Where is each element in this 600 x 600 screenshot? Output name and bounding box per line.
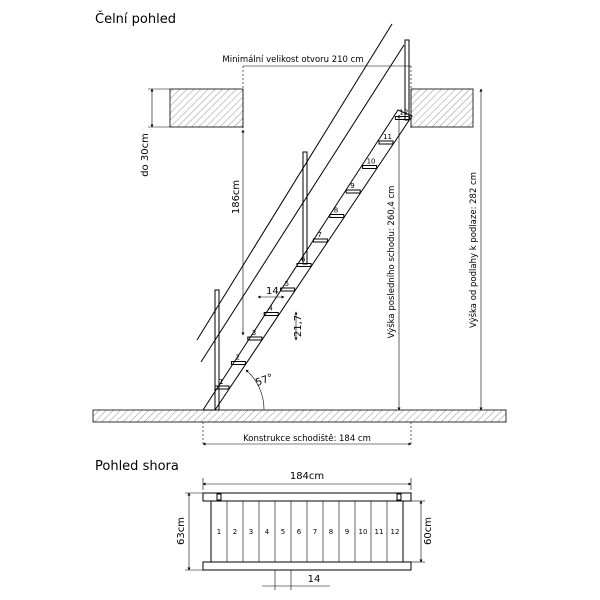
- stair-stringer: [202, 109, 413, 411]
- top-rail-upper: [202, 492, 412, 502]
- step-tread: [394, 116, 410, 120]
- angle-arc: [245, 369, 265, 411]
- step-tread: [230, 361, 246, 365]
- step-number: 9: [350, 182, 354, 190]
- top-step-number: 3: [249, 528, 253, 536]
- headroom-label: 186cm: [231, 180, 242, 214]
- top-step-number: 6: [297, 528, 302, 536]
- top-rail-lower: [202, 561, 412, 571]
- ceiling-slab-left: [169, 88, 244, 128]
- bottom-tread-label: 14: [308, 574, 321, 585]
- tread-label: 14: [266, 286, 279, 297]
- step-number: 12: [399, 109, 408, 117]
- step-number: 11: [383, 133, 392, 141]
- step-tread: [329, 214, 345, 218]
- step-number: 1: [219, 378, 223, 386]
- step-tread: [247, 336, 263, 341]
- top-step-number: 11: [375, 528, 384, 536]
- top-step-number: 9: [345, 528, 349, 536]
- step-tread: [345, 189, 361, 194]
- step-number: 7: [317, 231, 321, 239]
- step-number: 6: [301, 256, 306, 264]
- handrail-post-bottom: [214, 289, 220, 411]
- opening-label: Minimální velikost otvoru 210 cm: [222, 55, 363, 65]
- step-tread: [263, 312, 279, 316]
- top-step-number: 7: [313, 528, 317, 536]
- slab-label: do 30cm: [140, 133, 151, 177]
- step-tread: [214, 385, 230, 390]
- top-step-number: 10: [359, 528, 368, 536]
- top-step-number: 4: [265, 528, 270, 536]
- step-number: 5: [285, 280, 289, 288]
- construction-label: Konstrukce schodiště: 184 cm: [243, 433, 371, 444]
- floor-slab: [92, 409, 507, 423]
- ceiling-slab-right: [410, 88, 474, 128]
- front-view-title: Čelní pohled: [95, 11, 176, 27]
- top-post-left: [216, 493, 222, 501]
- step-number: 4: [268, 305, 273, 313]
- top-view-title: Pohled shora: [95, 459, 179, 474]
- top-post-right: [396, 493, 402, 501]
- step-number: 10: [367, 158, 376, 166]
- step-tread: [362, 165, 378, 169]
- left-depth-label: 63cm: [176, 517, 187, 545]
- rise-label: 21,7: [293, 315, 304, 337]
- last-step-height-label: Výška posledního schodu: 260,4 cm: [386, 186, 397, 339]
- handrail-post-middle: [302, 151, 308, 265]
- top-step-number: 1: [217, 528, 221, 536]
- step-tread: [280, 287, 296, 292]
- step-number: 3: [252, 329, 256, 337]
- top-step-number: 2: [233, 528, 237, 536]
- step-tread: [296, 263, 312, 267]
- step-number: 2: [235, 354, 239, 362]
- step-tread: [378, 140, 394, 145]
- angle-label: 57°: [254, 372, 274, 388]
- step-number: 8: [334, 207, 338, 215]
- floor-height-label: Výška od podlahy k podlaze: 282 cm: [468, 172, 479, 328]
- right-depth-label: 60cm: [423, 517, 434, 545]
- top-width-label: 184cm: [290, 471, 324, 482]
- top-step-number: 12: [391, 528, 400, 536]
- step-tread: [312, 238, 328, 243]
- handrail-upper: [196, 23, 393, 341]
- top-step-number: 5: [281, 528, 285, 536]
- top-step-number: 8: [329, 528, 333, 536]
